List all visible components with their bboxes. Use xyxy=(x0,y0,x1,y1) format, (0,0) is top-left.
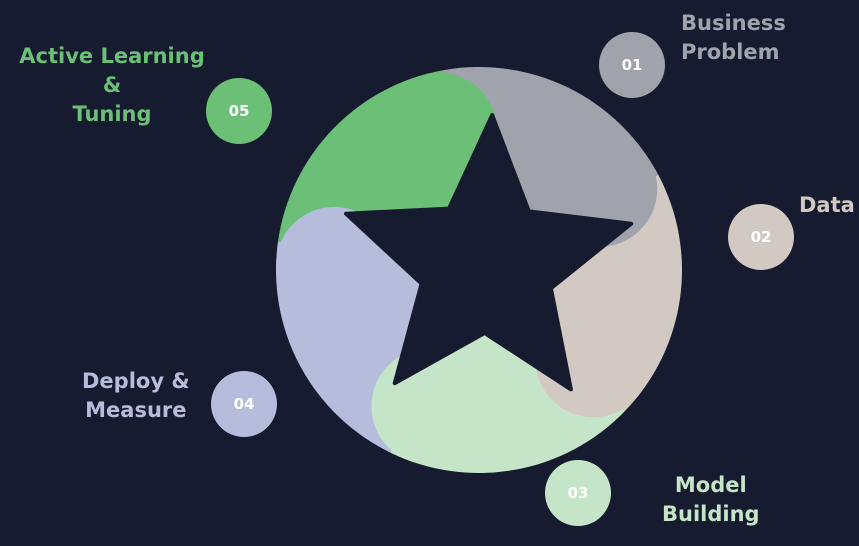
label-line: Data xyxy=(799,193,855,217)
segment-lobe-02 xyxy=(535,301,652,418)
label-line: Model xyxy=(674,473,747,497)
label-line: Tuning xyxy=(72,102,152,126)
step-03-badge: 03 xyxy=(545,460,611,526)
segment-lobe-04 xyxy=(276,206,393,323)
label-line: Business xyxy=(681,11,786,35)
step-04-badge: 04 xyxy=(211,371,277,437)
label-line: Building xyxy=(662,502,760,526)
step-04-label: Deploy & Measure xyxy=(82,367,190,425)
center-star xyxy=(344,113,634,392)
step-02-label: Data xyxy=(799,191,855,220)
step-01-badge: 01 xyxy=(599,32,665,98)
label-line: Measure xyxy=(85,398,187,422)
step-02-badge: 02 xyxy=(728,204,794,270)
label-line: Deploy & xyxy=(82,369,190,393)
label-line: Problem xyxy=(681,40,780,64)
segment-lobe-05 xyxy=(381,72,498,189)
step-05-label: Active Learning & Tuning xyxy=(12,42,212,129)
label-line: Active Learning & xyxy=(19,44,205,97)
step-05-badge: 05 xyxy=(206,78,272,144)
